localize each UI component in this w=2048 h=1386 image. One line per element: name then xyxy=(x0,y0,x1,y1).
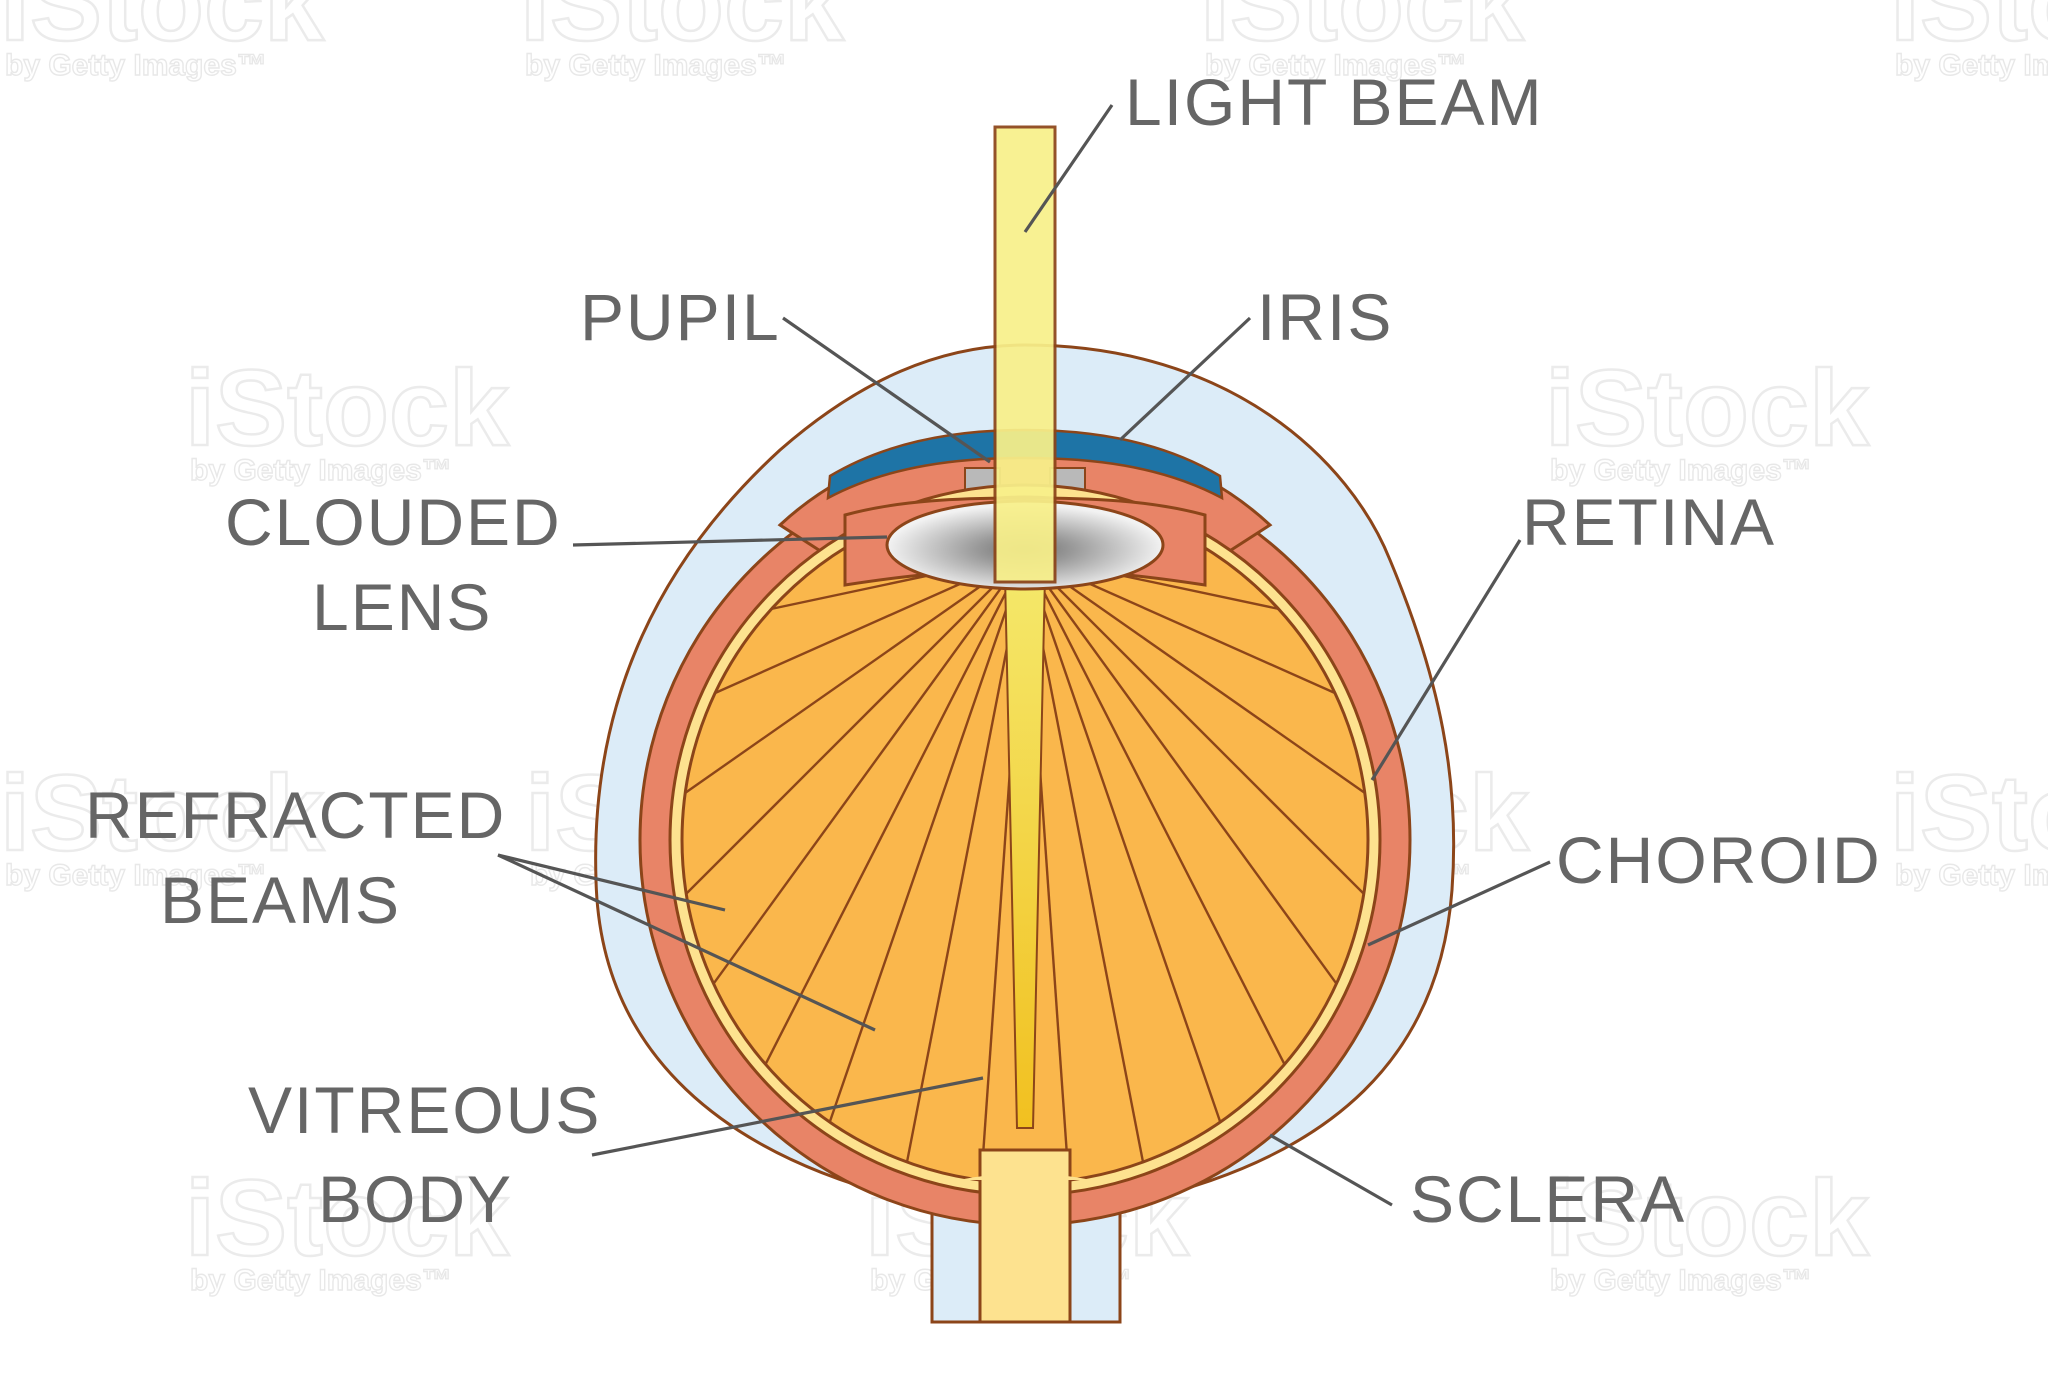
leader-iris xyxy=(1118,316,1252,442)
label-vitreous: VITREOUS xyxy=(248,1073,601,1147)
watermark-credit: by Getty Images™ xyxy=(1895,859,2048,892)
watermark-logo: iStock xyxy=(520,0,845,63)
label-refracted: REFRACTED xyxy=(85,778,506,852)
label-lens: LENS xyxy=(312,570,492,644)
label-sclera: SCLERA xyxy=(1410,1162,1686,1236)
refracted-beam-line-6 xyxy=(764,554,1027,1065)
label-clouded: CLOUDED xyxy=(225,485,562,559)
watermark-credit: by Getty Images™ xyxy=(190,1264,452,1297)
watermark-credit: by Getty Images™ xyxy=(525,49,787,82)
label-beams: BEAMS xyxy=(160,863,401,937)
label-pupil: PUPIL xyxy=(580,280,781,354)
watermark-credit: by Getty Images™ xyxy=(1550,454,1812,487)
leader-refracted-1 xyxy=(497,853,726,912)
leader-light-beam xyxy=(1023,104,1114,233)
leader-refracted-2 xyxy=(497,853,876,1032)
leader-clouded-lens xyxy=(572,535,888,547)
watermark-credit: by Getty Images™ xyxy=(1895,49,2048,82)
watermark-logo: iStock xyxy=(185,347,510,468)
refracted-beam-line-5 xyxy=(712,554,1026,985)
watermark-logo: iStock xyxy=(0,752,325,873)
watermark-logo: iStock xyxy=(1545,1157,1870,1278)
watermark-credit: by Getty Images™ xyxy=(5,859,267,892)
watermark-logo: iStock xyxy=(0,0,325,63)
watermark-logo: iStock xyxy=(1545,347,1870,468)
refracted-beam-line-7 xyxy=(828,554,1027,1123)
refracted-beam-line-12 xyxy=(1023,554,1222,1123)
watermark-logo: iStock xyxy=(1200,0,1525,63)
refracted-beam-line-13 xyxy=(1023,554,1286,1065)
refracted-beam-line-3 xyxy=(684,554,1026,794)
leader-vitreous xyxy=(591,1076,984,1157)
watermark-logo: iStock xyxy=(185,1157,510,1278)
refracted-beam-line-8 xyxy=(905,554,1027,1163)
light-beam xyxy=(993,125,1057,584)
leader-retina xyxy=(1370,539,1522,781)
label-choroid: CHOROID xyxy=(1556,823,1882,897)
watermark-credit: by Getty Images™ xyxy=(5,49,267,82)
refracted-beam-line-4 xyxy=(685,554,1026,895)
leader-choroid xyxy=(1367,860,1551,947)
watermark-credit: by Getty Images™ xyxy=(1550,1264,1812,1297)
refracted-beam-line-11 xyxy=(1023,554,1145,1163)
watermark-logo: iStock xyxy=(1890,752,2048,873)
refracted-beam-line-16 xyxy=(1024,554,1366,794)
watermark-credit: by Getty Images™ xyxy=(1205,49,1467,82)
refracted-beam-line-15 xyxy=(1024,554,1365,895)
leader-sclera xyxy=(1269,1133,1393,1207)
label-retina: RETINA xyxy=(1522,485,1776,559)
cornea-band xyxy=(826,428,1224,501)
label-light-beam: LIGHT BEAM xyxy=(1125,65,1544,139)
watermark-credit: by Getty Images™ xyxy=(190,454,452,487)
leader-pupil xyxy=(782,316,991,464)
refracted-beam-line-14 xyxy=(1024,554,1338,985)
watermark-logo: iStock xyxy=(1890,0,2048,63)
leader-lines xyxy=(497,104,1551,1207)
optic-nerve xyxy=(960,1148,1090,1324)
label-iris: IRIS xyxy=(1257,280,1393,354)
labels: LIGHT BEAM PUPIL IRIS CLOUDED LENS RETIN… xyxy=(85,65,1882,1236)
label-body: BODY xyxy=(318,1162,513,1236)
